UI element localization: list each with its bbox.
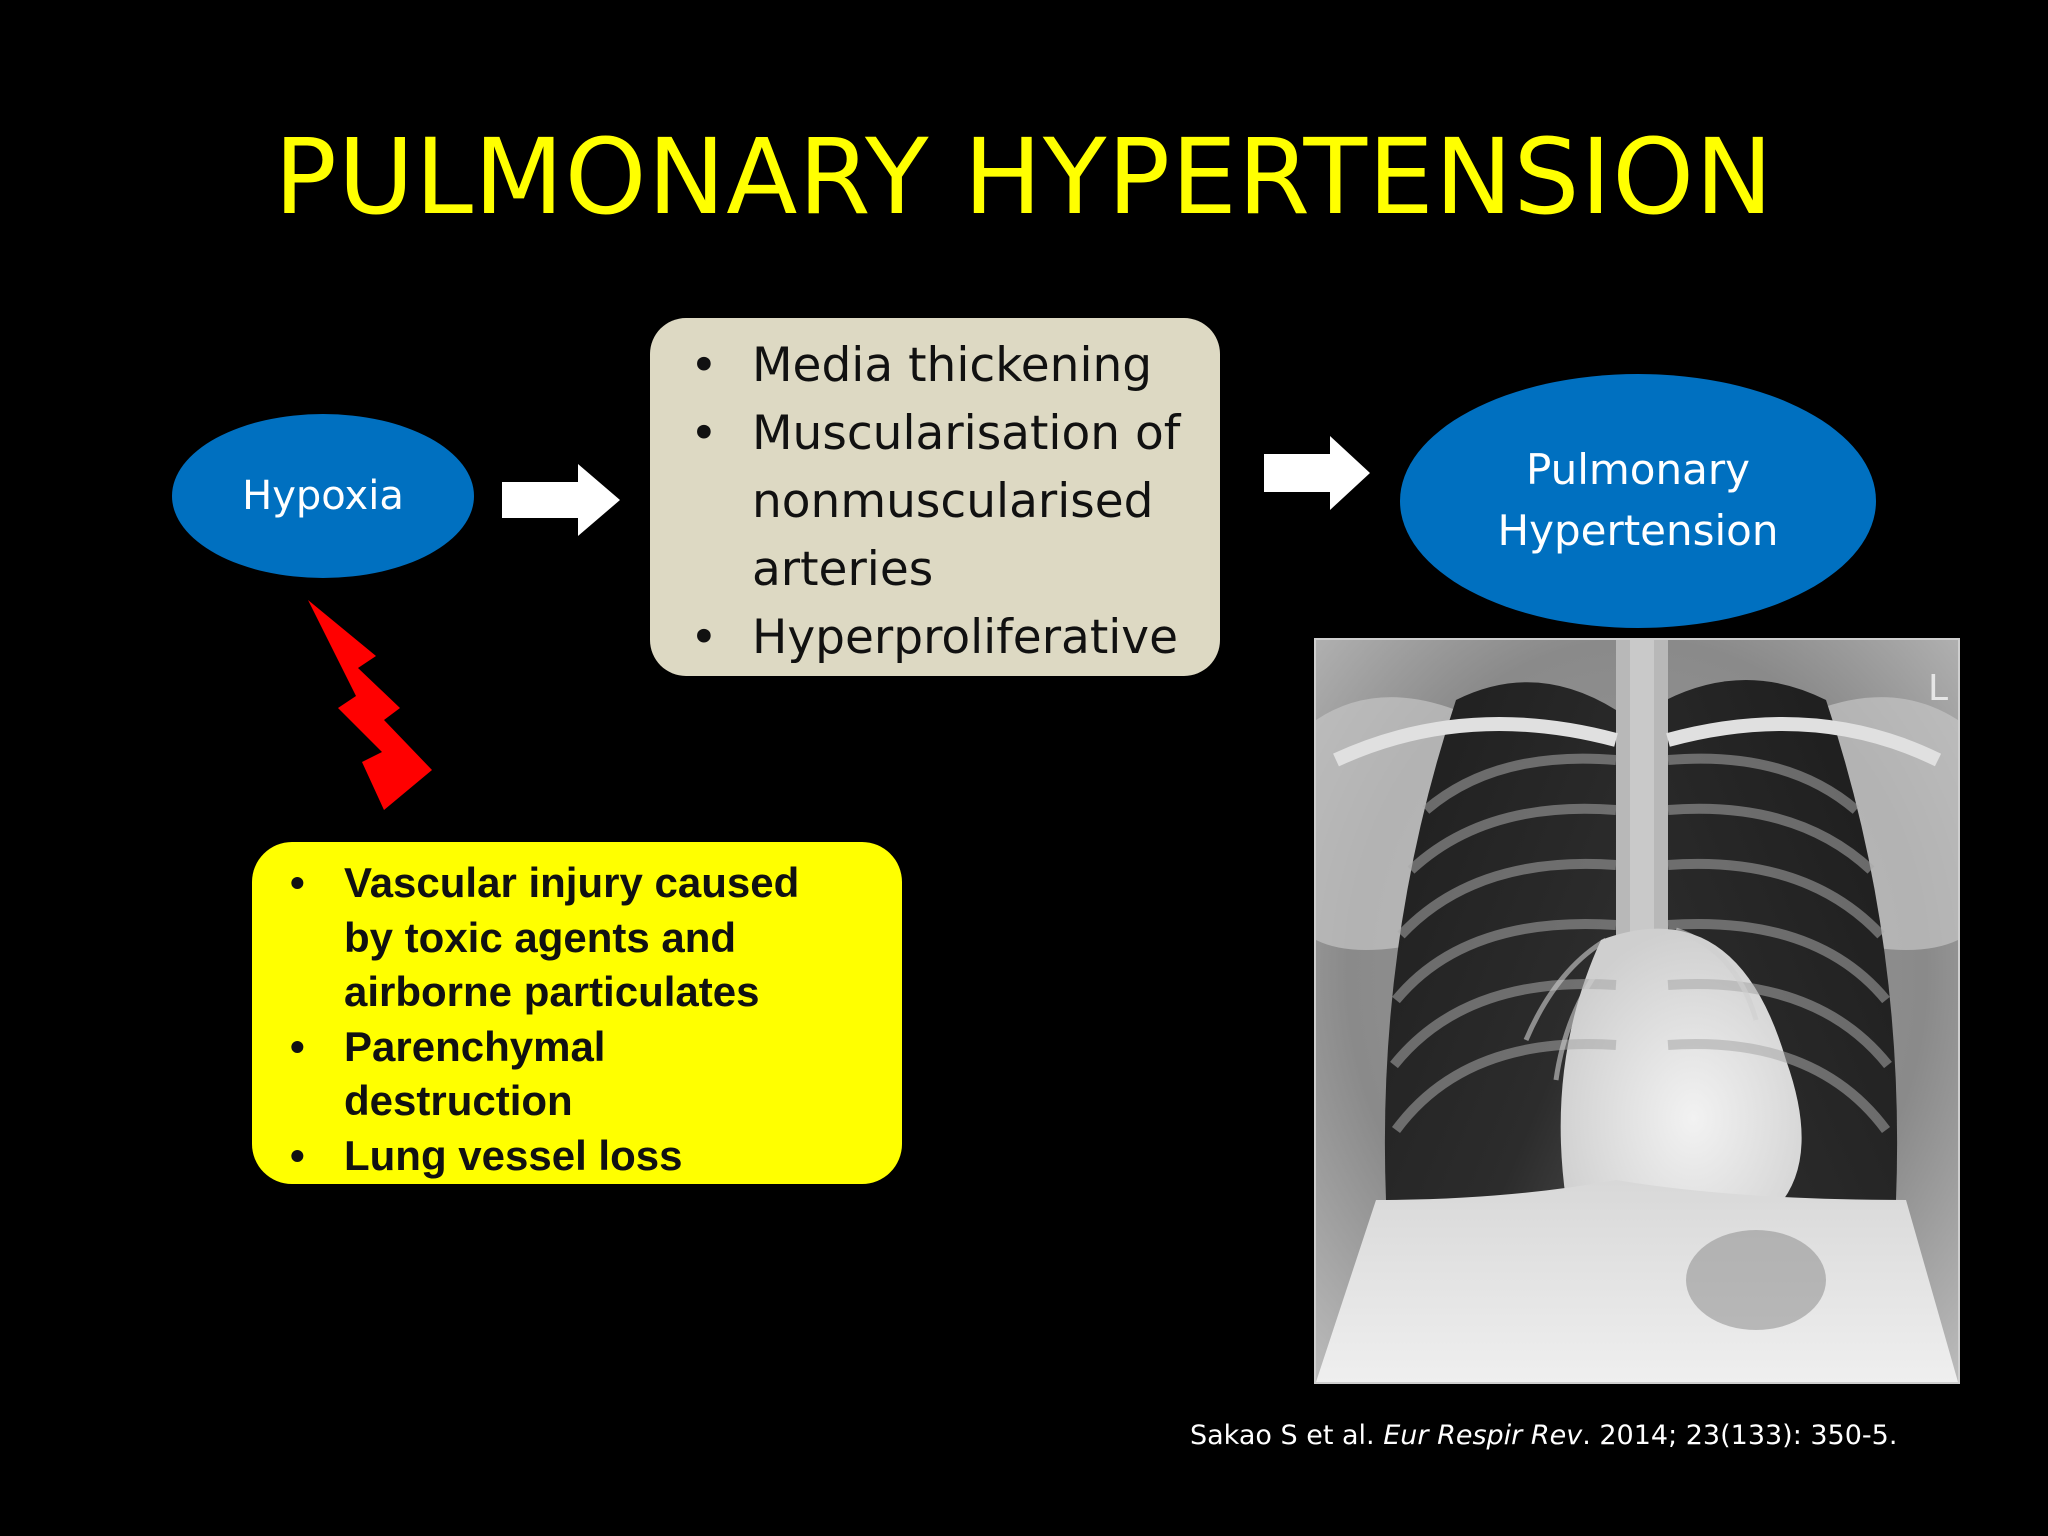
chest-xray-image: L <box>1314 638 1960 1384</box>
citation-journal: Eur Respir Rev <box>1383 1420 1583 1451</box>
hypoxia-node: Hypoxia <box>172 414 474 578</box>
arrow-2-shape <box>1264 436 1370 510</box>
injury-item: Lung vessel loss <box>290 1129 890 1184</box>
right-arrow-icon <box>502 464 620 536</box>
outcome-label-line1: Pulmonary <box>1526 445 1750 495</box>
mechanism-box: Media thickening Muscularisation ofnonmu… <box>650 318 1220 676</box>
chest-xray-illustration: L <box>1316 640 1958 1382</box>
right-arrow-icon <box>1264 436 1370 510</box>
lightning-bolt-icon <box>308 600 432 810</box>
hypoxia-label: Hypoxia <box>242 473 404 519</box>
lightning-bolt-shape <box>308 600 432 810</box>
citation: Sakao S et al. Eur Respir Rev. 2014; 23(… <box>1190 1420 1897 1451</box>
citation-details: . 2014; 23(133): 350-5. <box>1582 1420 1898 1451</box>
arrow-1-shape <box>502 464 620 536</box>
mechanism-item: Muscularisation ofnonmuscularisedarterie… <box>690 400 1200 604</box>
mechanism-item: Media thickening <box>690 332 1200 400</box>
xray-side-marker: L <box>1928 668 1948 709</box>
citation-authors: Sakao S et al. <box>1190 1420 1384 1451</box>
slide-title: PULMONARY HYPERTENSION <box>274 116 1774 238</box>
mechanism-list: Media thickening Muscularisation ofnonmu… <box>690 332 1200 672</box>
pulmonary-hypertension-node: Pulmonary Hypertension <box>1400 374 1876 628</box>
mechanism-item: Hyperproliferative <box>690 604 1200 672</box>
outcome-label-line2: Hypertension <box>1497 506 1779 555</box>
